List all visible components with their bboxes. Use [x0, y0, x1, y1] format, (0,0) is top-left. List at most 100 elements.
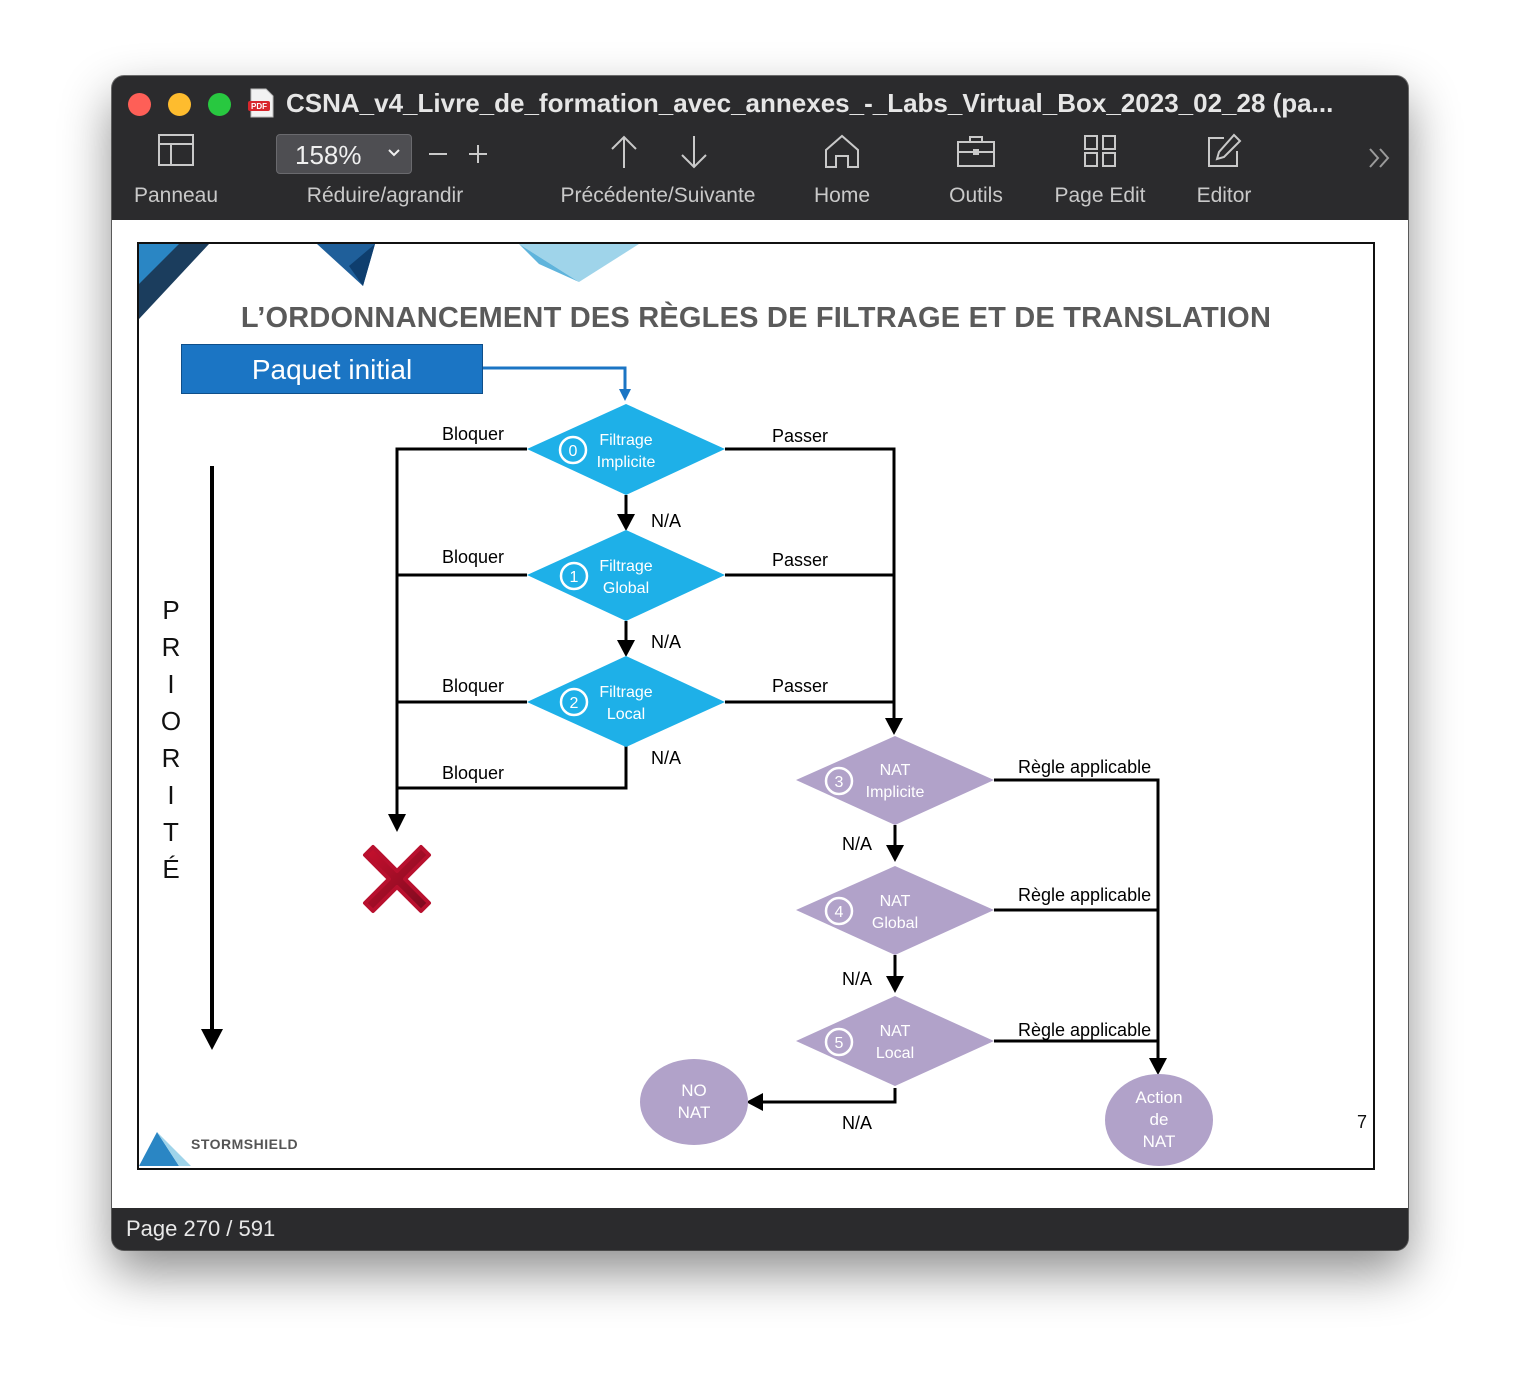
panel-icon: [158, 134, 194, 166]
svg-text:PDF: PDF: [251, 102, 267, 111]
zoom-select[interactable]: 158%: [276, 134, 412, 174]
priority-letter: R: [161, 743, 181, 773]
zoom-group: 158% Réduire/agrandir: [112, 132, 532, 220]
priority-letter: É: [162, 854, 180, 884]
filter-node-2-line1: Filtrage: [599, 684, 652, 701]
label-rule-5: Règle applicable: [1018, 1020, 1151, 1040]
title-bar: PDF CSNA_v4_Livre_de_formation_avec_anne…: [112, 76, 1408, 132]
label-block-0: Bloquer: [442, 424, 504, 444]
filter-node-2-num: 2: [570, 695, 579, 712]
editor-label: Editor: [1196, 184, 1252, 207]
zoom-out-icon[interactable]: [426, 142, 450, 166]
nat-node-4-line2: Global: [872, 915, 918, 932]
paquet-initial-box: Paquet initial: [181, 344, 483, 394]
pass-connectors: [725, 447, 896, 718]
priority-letter: I: [167, 780, 175, 810]
nat-node-5-line1: NAT: [880, 1023, 911, 1040]
filter-node-0-line1: Filtrage: [599, 432, 652, 449]
home-label: Home: [813, 184, 871, 207]
arrow-up-icon[interactable]: [606, 132, 642, 172]
nat-node-3: 3 NAT Implicite: [796, 736, 994, 825]
nat-node-4-line1: NAT: [880, 893, 911, 910]
priority-letter: R: [161, 632, 181, 662]
slide-page: 0 Filtrage Implicite 1 Filtrage Global 2…: [137, 242, 1375, 1170]
label-na-3: N/A: [842, 834, 872, 854]
filter-node-1: 1 Filtrage Global: [527, 530, 725, 621]
action-nat-line3: NAT: [1143, 1132, 1176, 1151]
filter-node-1-line1: Filtrage: [599, 558, 652, 575]
minimize-button[interactable]: [168, 93, 191, 116]
filter-node-0-num: 0: [569, 443, 578, 460]
label-rule-4: Règle applicable: [1018, 885, 1151, 905]
priority-letter: I: [167, 669, 175, 699]
page-indicator: Page 270 / 591: [126, 1216, 276, 1241]
start-connector: [483, 366, 631, 401]
zoom-in-icon[interactable]: [466, 142, 490, 166]
filter-node-0: 0 Filtrage Implicite: [527, 404, 725, 495]
edit-icon: [1208, 133, 1242, 167]
outils-button[interactable]: Outils: [926, 132, 1026, 207]
home-icon: [825, 134, 859, 168]
nat-node-3-num: 3: [835, 774, 844, 791]
close-button[interactable]: [128, 93, 151, 116]
toolbar: Panneau 158% Réduire/agrandir: [112, 132, 1408, 220]
label-na-4: N/A: [842, 969, 872, 989]
chevron-down-icon: [388, 149, 400, 157]
label-na-2: N/A: [651, 748, 681, 768]
zoom-label: Réduire/agrandir: [306, 184, 464, 207]
priority-letter: O: [160, 706, 182, 736]
brand-name: STORMSHIELD: [191, 1136, 299, 1152]
na-arrow-head-1: [617, 640, 635, 657]
priority-label: P R I O R I T É: [157, 592, 185, 888]
slide-title: L’ORDONNANCEMENT DES RÈGLES DE FILTRAGE …: [240, 302, 1272, 334]
status-bar: Page 270 / 591: [112, 1208, 1408, 1250]
pass-arrow-head: [885, 718, 903, 735]
filter-node-2: 2 Filtrage Local: [527, 656, 725, 747]
panneau-button[interactable]: Panneau: [126, 132, 226, 207]
grid-icon: [1084, 135, 1116, 167]
nat-node-5-line2: Local: [876, 1045, 914, 1062]
pdf-viewer-window: PDF CSNA_v4_Livre_de_formation_avec_anne…: [112, 76, 1408, 1250]
label-pass-1: Passer: [772, 550, 828, 570]
toolbox-icon: [957, 136, 995, 167]
nat-node-3-line2: Implicite: [866, 784, 925, 801]
editor-button[interactable]: Editor: [1174, 132, 1274, 207]
more-chevrons-icon[interactable]: [1366, 146, 1394, 170]
outils-label: Outils: [949, 184, 1003, 207]
arrow-down-icon[interactable]: [676, 132, 712, 172]
rule-connectors: [994, 778, 1160, 1060]
flowchart-diagram: 0 Filtrage Implicite 1 Filtrage Global 2…: [139, 244, 1213, 1166]
pdf-file-icon: PDF: [248, 88, 274, 118]
nav-label: Précédente/Suivante: [560, 184, 756, 207]
page-edit-button[interactable]: Page Edit: [1040, 132, 1160, 207]
no-nat-line2: NAT: [678, 1103, 711, 1122]
home-button[interactable]: Home: [792, 132, 892, 207]
block-connectors: [395, 447, 628, 826]
zoom-value: 158%: [295, 140, 362, 170]
label-block-2: Bloquer: [442, 676, 504, 696]
nav-group: Précédente/Suivante: [542, 132, 774, 220]
filter-node-2-line2: Local: [607, 706, 645, 723]
document-view[interactable]: 0 Filtrage Implicite 1 Filtrage Global 2…: [112, 220, 1408, 1208]
window-title: CSNA_v4_Livre_de_formation_avec_annexes_…: [286, 88, 1334, 118]
maximize-button[interactable]: [208, 93, 231, 116]
na-arrow-head-5: [746, 1093, 763, 1111]
slide-page-number: 7: [1356, 1112, 1367, 1132]
priority-letter: P: [162, 595, 180, 625]
label-na-1: N/A: [651, 632, 681, 652]
na-connectors-nat: [759, 825, 897, 1104]
no-nat-node: NO NAT: [640, 1059, 748, 1145]
decorative-corner-shapes: [139, 244, 639, 319]
nat-node-5: 5 NAT Local: [796, 996, 994, 1086]
brand-logo-shape: [139, 1132, 191, 1166]
priority-letter: T: [163, 817, 179, 847]
panneau-label: Panneau: [133, 184, 219, 207]
na-arrow-head-3: [886, 845, 904, 862]
no-nat-line1: NO: [681, 1081, 707, 1100]
page-edit-label: Page Edit: [1054, 184, 1146, 207]
na-arrow-head-4: [886, 976, 904, 993]
nat-node-5-num: 5: [835, 1035, 844, 1052]
action-nat-node: Action de NAT: [1105, 1074, 1213, 1166]
nat-node-4-num: 4: [835, 904, 844, 921]
action-nat-line1: Action: [1135, 1088, 1182, 1107]
